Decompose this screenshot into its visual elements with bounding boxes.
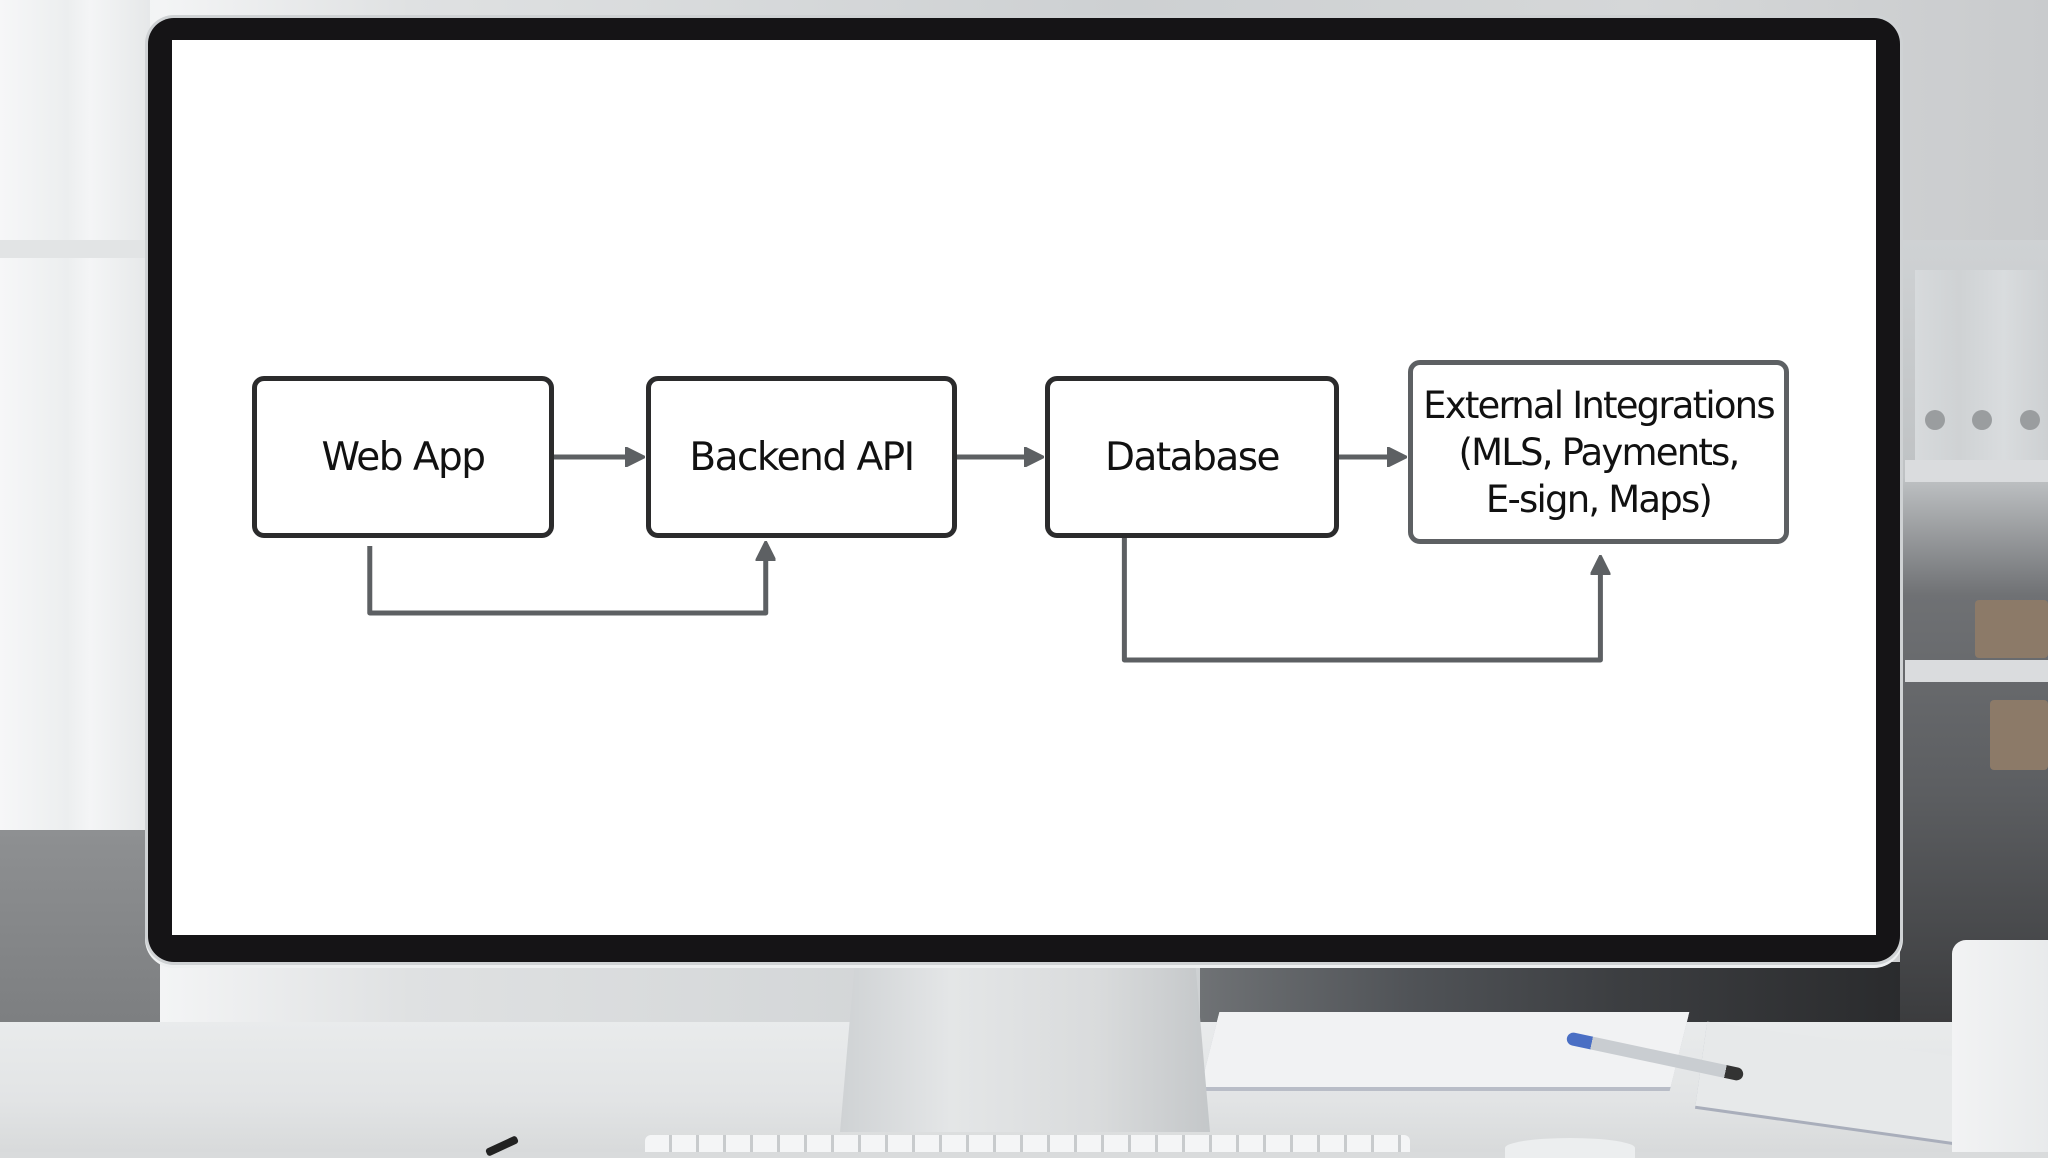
background-window [0, 0, 150, 830]
node-label: Backend API [689, 434, 915, 480]
binder-hole [1972, 410, 1992, 430]
node-external-integrations[interactable]: External Integrations (MLS, Payments, E-… [1408, 360, 1789, 544]
monitor-stand [840, 962, 1210, 1132]
shelf-binders [1915, 270, 2048, 460]
node-label: Database [1104, 434, 1281, 480]
node-label: External Integrations (MLS, Payments, E-… [1423, 383, 1775, 521]
mouse [1505, 1138, 1635, 1158]
node-database[interactable]: Database [1045, 376, 1339, 538]
node-label: Web App [321, 434, 486, 480]
binder-hole [1925, 410, 1945, 430]
feedback-arrow-database-to-external-integrations [1121, 538, 1600, 663]
shelf-board [1905, 460, 2048, 482]
connector-layer [367, 40, 1876, 663]
keyboard [645, 1135, 1410, 1152]
shelf-box [1990, 700, 2048, 770]
window-frame [0, 240, 150, 258]
node-web-app[interactable]: Web App [252, 376, 554, 538]
monitor-screen: Web App Backend API Database External In… [172, 40, 1876, 935]
shelf-board [1905, 660, 2048, 682]
shelf-box [1975, 600, 2048, 658]
binder-hole [2020, 410, 2040, 430]
feedback-arrow-web-app-to-backend-api [367, 546, 766, 616]
node-backend-api[interactable]: Backend API [646, 376, 957, 538]
coffee-mug [1952, 940, 2048, 1152]
window-sill [0, 830, 160, 1030]
